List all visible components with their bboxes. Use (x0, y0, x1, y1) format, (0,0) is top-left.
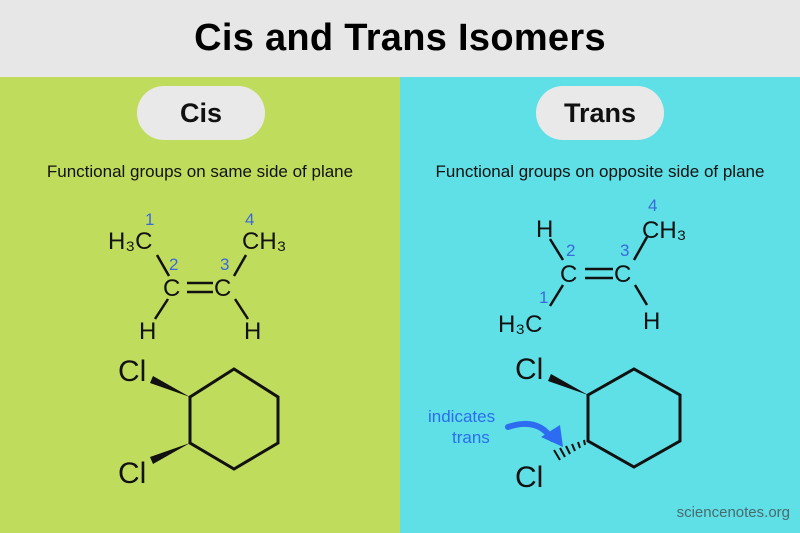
cis-number-2: 2 (169, 255, 178, 274)
trans-description: Functional groups on opposite side of pl… (435, 162, 765, 181)
cis-wedge-bond-bottom (150, 443, 190, 464)
trans-hashed-bond (553, 439, 586, 461)
cis-hydrogen-left: H (139, 318, 156, 345)
trans-hydrogen-bottom: H (643, 308, 660, 335)
cis-bond-c2-h (153, 298, 170, 320)
cis-chlorine-top: Cl (118, 355, 146, 388)
trans-label-pill: Trans (536, 86, 664, 140)
trans-number-3: 3 (620, 241, 629, 260)
page-title: Cis and Trans Isomers (194, 17, 606, 59)
cis-panel: Cis Functional groups on same side of pl… (0, 77, 400, 533)
cis-label-pill: Cis (137, 86, 265, 140)
cis-number-3: 3 (220, 255, 229, 274)
trans-number-4: 4 (648, 196, 657, 215)
trans-cyclohexane-ring (586, 367, 682, 469)
annotation-arrow-head (541, 425, 563, 447)
trans-wedge-bond (548, 374, 588, 395)
cis-diagram: H₃C CH₃ C C H H 1 2 3 4 Cl Cl (108, 210, 286, 490)
annotation-line-1: indicates (428, 407, 495, 426)
cis-number-4: 4 (245, 210, 254, 229)
trans-number-1: 1 (539, 288, 548, 307)
trans-bond-c3-h (633, 284, 649, 306)
trans-label: Trans (563, 97, 637, 128)
cis-bond-c1-c2 (155, 254, 171, 277)
cis-chlorine-bottom: Cl (118, 457, 146, 490)
trans-bond-c3-c4 (632, 236, 649, 261)
trans-chlorine-top: Cl (515, 353, 543, 386)
header: Cis and Trans Isomers (0, 0, 800, 77)
cis-number-1: 1 (145, 210, 154, 229)
trans-bond-c2-h (548, 238, 565, 261)
trans-ch3-label: CH₃ (642, 217, 686, 244)
trans-h3c-label: H₃C (498, 311, 542, 338)
cis-cyclohexane-ring (188, 367, 280, 471)
trans-diagram: H CH₃ C C H₃C H 4 2 3 1 Cl Cl (428, 196, 686, 494)
cis-ch3-label: CH₃ (242, 228, 286, 255)
annotation-line-2: trans (452, 428, 490, 447)
cis-carbon-2: C (163, 275, 180, 302)
trans-panel: Trans Functional groups on opposite side… (400, 77, 800, 533)
trans-carbon-2: C (560, 261, 577, 288)
cis-wedge-bond-top (150, 376, 190, 397)
cis-carbon-3: C (214, 275, 231, 302)
trans-butene-bonds (548, 236, 649, 307)
cis-h3c-label: H₃C (108, 228, 152, 255)
trans-bond-c1-c2 (548, 284, 565, 307)
cis-label: Cis (179, 97, 223, 128)
cis-hydrogen-right: H (244, 318, 261, 345)
cis-bond-c3-c4 (232, 254, 248, 277)
trans-hydrogen-top: H (536, 216, 553, 243)
cis-bond-c3-h (233, 298, 250, 320)
trans-chlorine-bottom: Cl (515, 461, 543, 494)
cis-butene-bonds (153, 254, 250, 320)
trans-carbon-3: C (614, 261, 631, 288)
source-credit: sciencenotes.org (676, 504, 790, 521)
cis-description: Functional groups on same side of plane (46, 162, 354, 181)
trans-number-2: 2 (566, 241, 575, 260)
